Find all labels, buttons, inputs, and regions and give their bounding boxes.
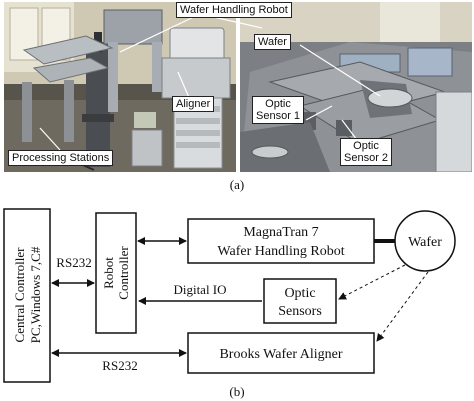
optic-sensors-label-line1: Optic [284, 286, 315, 301]
callout-optic-sensor-2: Optic Sensor 2 [340, 138, 393, 166]
callout-optic-sensor-1-line2: Sensor 1 [256, 110, 301, 122]
callout-optic-sensor-1: Optic Sensor 1 [252, 96, 305, 124]
magnatran-label-line2: Wafer Handling Robot [217, 244, 344, 259]
link-rs232-bottom-label: RS232 [102, 358, 137, 373]
callout-optic-sensor-2-line1: Optic [353, 140, 379, 152]
callout-processing-stations: Processing Stations [8, 150, 114, 166]
caption-b: (b) [229, 384, 245, 399]
callout-aligner: Aligner [172, 96, 215, 112]
caption-a: (a) [229, 177, 245, 192]
leader-sensor1 [305, 105, 333, 121]
callout-leaders [39, 13, 381, 151]
brooks-aligner-label: Brooks Wafer Aligner [219, 347, 342, 362]
brooks-aligner-box [187, 332, 375, 374]
left-photo [4, 2, 236, 172]
system-block-diagram: Central Controller PC,Windows 7,C# Robot… [3, 208, 456, 383]
central-controller-label-line2: PC,Windows 7,C# [28, 246, 43, 343]
callout-wafer: Wafer [254, 34, 291, 50]
optic-sensors-label-line2: Sensors [278, 304, 322, 319]
lab-photo-right [240, 2, 472, 172]
callout-optic-sensor-1-line1: Optic [265, 98, 291, 110]
magnatran-label-line1: MagnaTran 7 [243, 225, 318, 240]
leader-stations [39, 127, 61, 151]
callout-wafer-handling-robot: Wafer Handling Robot [176, 2, 292, 18]
right-photo [240, 2, 472, 172]
leader-robot [119, 13, 201, 53]
magnatran-robot-box [187, 218, 375, 264]
link-wafer-aligner-dashed [376, 271, 429, 342]
wafer-label: Wafer [408, 235, 442, 250]
robot-controller-label-line2: Controller [116, 246, 131, 300]
leader-aligner [177, 71, 191, 101]
central-controller-box [3, 208, 51, 383]
central-controller-label-line1: Central Controller [12, 247, 27, 343]
lab-photo-left [4, 2, 236, 172]
link-rs232-top-label: RS232 [56, 255, 91, 270]
link-wafer-optic-dashed [338, 264, 406, 300]
optic-sensors-box [263, 278, 337, 324]
callout-optic-sensor-2-line2: Sensor 2 [344, 152, 389, 164]
robot-controller-box [95, 212, 137, 334]
link-digital-io-label: Digital IO [173, 282, 226, 297]
robot-controller-label-line1: Robot [101, 257, 116, 289]
leader-wafer [299, 44, 381, 97]
